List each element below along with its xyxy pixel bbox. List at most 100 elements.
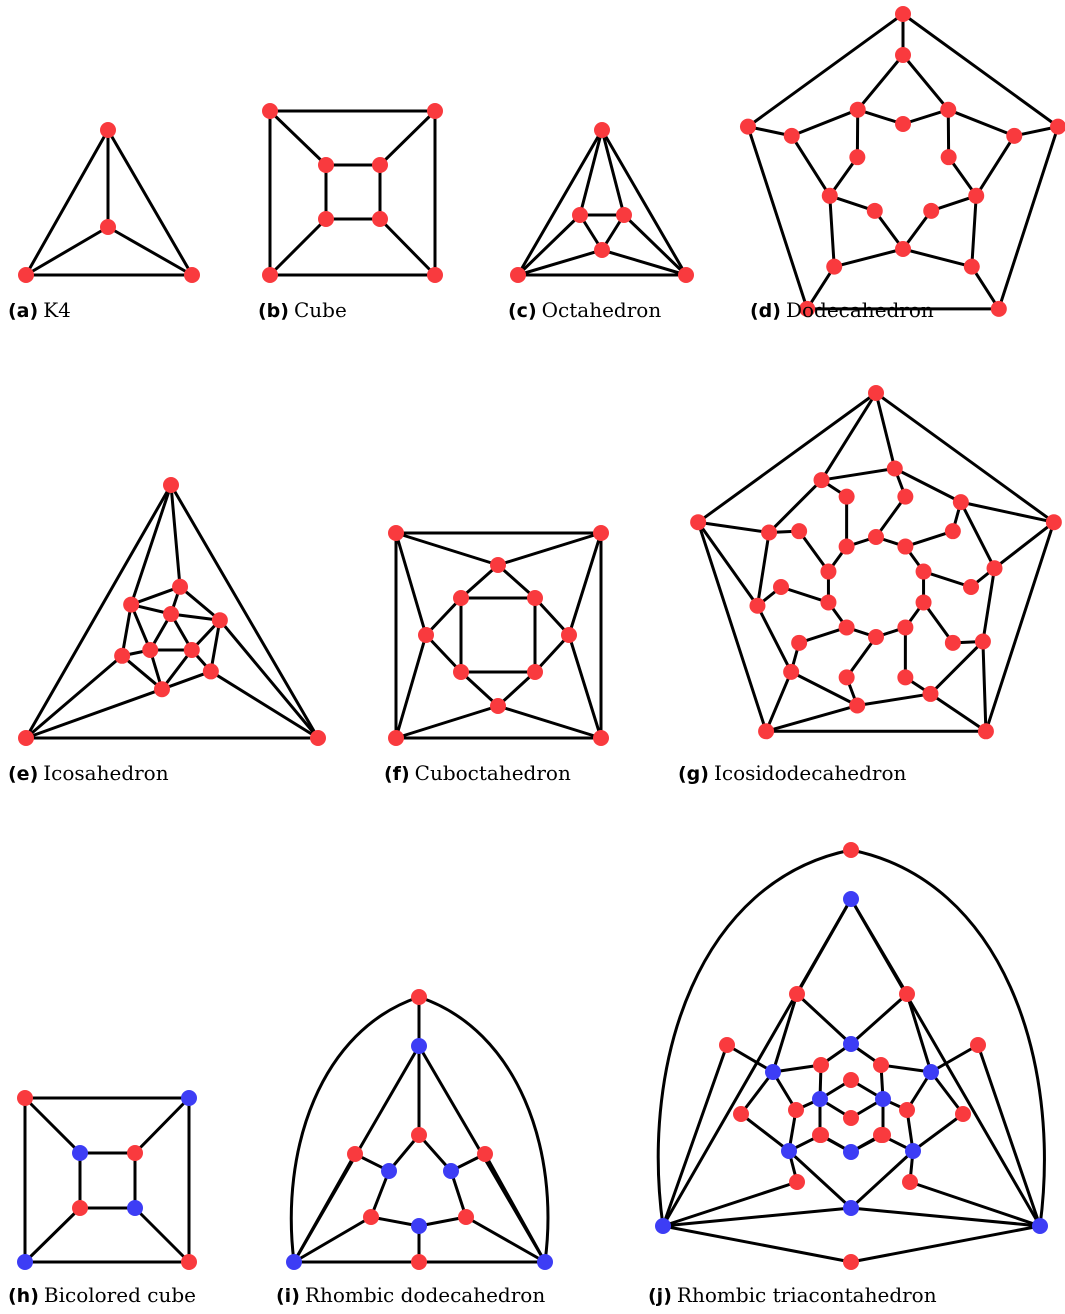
red-vertex — [418, 627, 434, 643]
red-vertex — [310, 730, 326, 746]
blue-vertex — [765, 1064, 781, 1080]
caption-f: (f) Cuboctahedron — [384, 761, 571, 786]
red-vertex — [963, 258, 980, 275]
edge — [908, 1180, 1042, 1228]
red-vertex — [788, 1102, 804, 1118]
red-vertex — [968, 187, 985, 204]
edge — [879, 1063, 933, 1074]
red-vertex — [347, 1146, 363, 1162]
red-vertex — [262, 267, 278, 283]
blue-vertex — [843, 891, 859, 907]
caption-j: (j) Rhombic triacontahedron — [648, 1283, 937, 1308]
red-vertex — [183, 642, 200, 658]
edge — [787, 1149, 853, 1210]
red-vertex — [897, 488, 914, 505]
red-vertex — [799, 300, 816, 317]
red-vertex — [453, 664, 469, 680]
graph-rhombic-triacontahedron — [655, 842, 1048, 1270]
red-vertex — [873, 1057, 889, 1073]
edge — [970, 265, 1001, 311]
blue-vertex — [781, 1143, 797, 1159]
edge — [24, 128, 110, 277]
edge — [820, 391, 878, 482]
edge — [959, 500, 1056, 524]
caption-label: (c) — [508, 300, 537, 322]
red-vertex — [211, 612, 228, 629]
edge — [449, 1169, 468, 1219]
red-vertex — [527, 590, 543, 606]
caption-name: Cube — [293, 298, 347, 322]
red-vertex — [783, 663, 800, 680]
red-vertex — [510, 267, 526, 283]
edge — [516, 248, 604, 277]
edge — [755, 604, 793, 674]
red-vertex — [940, 101, 957, 118]
edge — [976, 1043, 1042, 1228]
edge — [292, 1152, 357, 1264]
red-vertex — [100, 122, 116, 138]
graph-icosidodecahedron — [690, 385, 1062, 740]
red-vertex — [955, 1106, 971, 1122]
edge — [268, 217, 328, 277]
edge — [849, 992, 909, 1046]
edge — [725, 1043, 775, 1074]
red-vertex — [411, 1127, 427, 1143]
edge — [178, 585, 222, 622]
red-vertex — [977, 723, 994, 740]
edge — [764, 704, 859, 733]
edge — [820, 466, 897, 482]
red-vertex — [915, 594, 932, 611]
edge — [661, 1180, 799, 1228]
edge — [160, 648, 194, 691]
caption-a: (a) K4 — [8, 298, 71, 323]
red-vertex — [773, 579, 789, 595]
edge — [739, 1070, 775, 1116]
red-vertex — [838, 488, 855, 505]
red-vertex — [897, 619, 914, 636]
edge — [424, 633, 463, 674]
edge — [459, 670, 500, 708]
blue-vertex — [812, 1091, 828, 1107]
red-vertex — [411, 1254, 427, 1270]
red-vertex — [944, 523, 961, 540]
caption-b: (b) Cube — [258, 298, 347, 323]
edge — [739, 1112, 791, 1153]
caption-label: (g) — [678, 763, 709, 785]
red-vertex — [561, 627, 577, 643]
red-vertex — [1050, 118, 1065, 135]
red-vertex — [897, 669, 914, 686]
red-vertex — [813, 1057, 829, 1073]
red-vertex — [843, 1110, 859, 1126]
edge — [905, 992, 933, 1074]
edge — [516, 213, 582, 277]
edge — [394, 531, 428, 637]
caption-name: Cuboctahedron — [414, 761, 571, 785]
red-vertex — [812, 1127, 828, 1143]
edge — [292, 1215, 373, 1264]
edge — [417, 1133, 453, 1173]
graph-dodecahedron — [739, 6, 1065, 317]
edge — [533, 633, 571, 674]
red-vertex — [172, 578, 189, 595]
caption-label: (j) — [648, 1285, 672, 1307]
red-vertex — [594, 122, 610, 138]
red-vertex — [123, 596, 140, 613]
caption-name: Rhombic dodecahedron — [304, 1283, 546, 1307]
edge — [805, 265, 836, 311]
edge — [795, 897, 853, 996]
red-vertex — [761, 524, 778, 541]
edge — [928, 639, 985, 696]
edge — [746, 125, 809, 311]
blue-vertex — [381, 1163, 397, 1179]
red-vertex — [783, 127, 800, 144]
red-vertex — [490, 557, 506, 573]
blue-vertex — [443, 1163, 459, 1179]
red-vertex — [843, 1072, 859, 1088]
red-vertex — [895, 116, 911, 132]
red-vertex — [826, 258, 843, 275]
edge — [24, 483, 173, 740]
edge — [120, 603, 133, 658]
red-vertex — [202, 663, 219, 680]
edge — [797, 529, 830, 574]
edge — [849, 1224, 1042, 1264]
